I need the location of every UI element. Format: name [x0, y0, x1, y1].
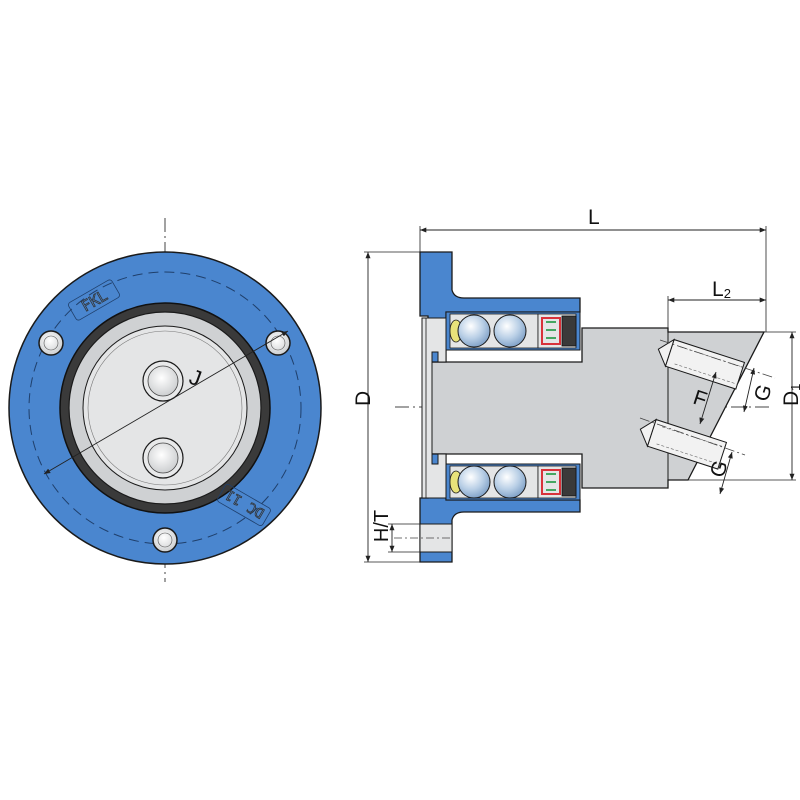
- housing-upper: [419, 251, 581, 363]
- label-l: L: [588, 206, 600, 229]
- label-d: D: [352, 391, 375, 406]
- bearing-upper: [445, 311, 581, 351]
- front-retainer: [421, 317, 447, 499]
- bolt-hole-right: [265, 330, 291, 356]
- ball-upper-1: [457, 314, 491, 348]
- bolt-hole-left: [38, 330, 64, 356]
- seal-lower: [541, 469, 561, 495]
- ball-upper-2: [493, 314, 527, 348]
- side-view: [394, 251, 776, 563]
- dimension-line-j: [43, 330, 289, 475]
- dimension-line-g-upper: [742, 367, 756, 413]
- bolt-hole-bottom: [152, 527, 178, 553]
- face-thread-hole-upper: [142, 360, 184, 402]
- label-d1: D1: [780, 384, 800, 406]
- front-view: J FKL DC 11: [8, 218, 322, 582]
- label-l2: L2: [712, 278, 731, 301]
- face-thread-hole-lower: [142, 437, 184, 479]
- bearing-lower: [445, 463, 581, 501]
- dimension-line-f: [699, 371, 717, 425]
- dimension-line-g-lower: [719, 451, 733, 495]
- seal-upper: [541, 317, 561, 345]
- ball-lower-2: [493, 465, 527, 499]
- ball-lower-1: [457, 465, 491, 499]
- label-g-lower: G: [706, 458, 733, 481]
- dimensions: L L2 D D1 H/T F G G: [352, 206, 800, 563]
- label-ht: H/T: [371, 510, 393, 542]
- label-g-upper: G: [750, 382, 777, 405]
